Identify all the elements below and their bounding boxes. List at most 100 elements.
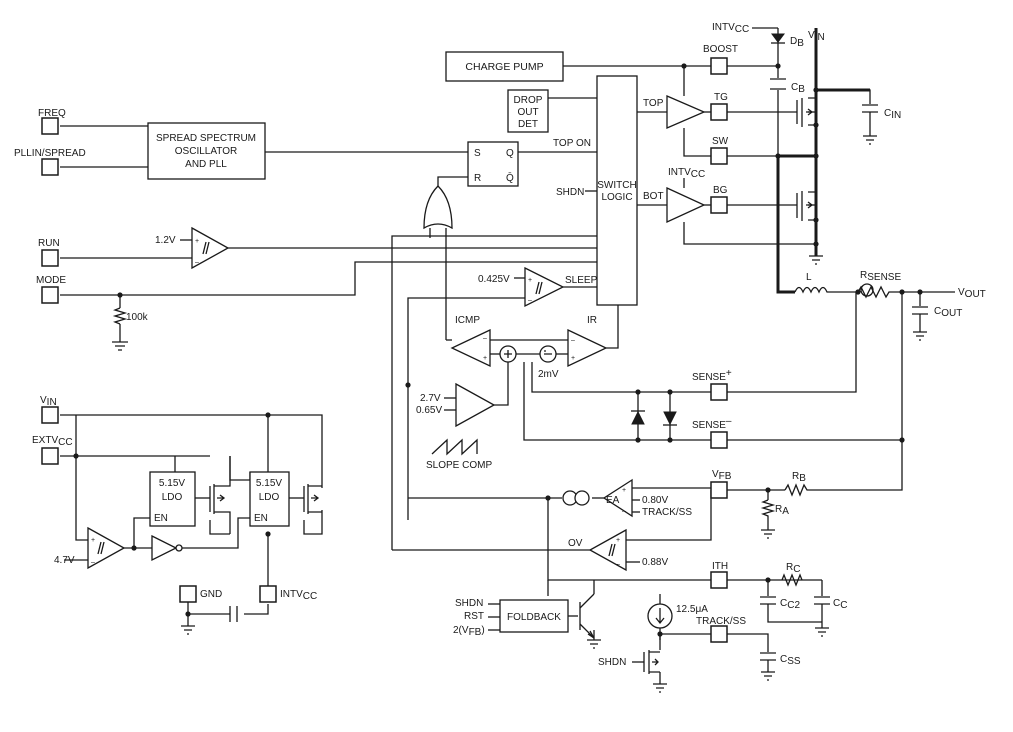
bottom-mosfet-icon (796, 191, 814, 221)
pin-sw[interactable] (710, 147, 728, 165)
ldo2-label-1: 5.15V (256, 478, 282, 489)
extvcc-ref-value: 4.7V (54, 555, 75, 566)
intvcc-cap-icon (229, 606, 238, 622)
wires (60, 27, 955, 684)
run-label: RUN (38, 238, 60, 249)
pin-ith[interactable] (710, 571, 728, 589)
dropout-block (507, 89, 549, 133)
function-blocks: CHARGE PUMP SPREAD SPECTRUM OSCILLATOR A… (147, 51, 638, 633)
svg-text:–: – (571, 337, 575, 344)
pin-boost[interactable] (710, 57, 728, 75)
pin-pllin-spread[interactable] (41, 158, 59, 176)
ground-icon (863, 135, 877, 145)
rsense-label: RSENSE (860, 270, 901, 283)
slope-comp-signal: SLOPE COMP (426, 460, 492, 471)
switch-logic-label-2: LOGIC (601, 192, 632, 203)
vin-label: VIN (808, 30, 825, 43)
sleep-hyst-icon (535, 281, 543, 295)
sr-flipflop (467, 141, 519, 187)
cc-cap-icon (814, 596, 830, 605)
ground-icon (112, 341, 128, 351)
pin-track-ss[interactable] (710, 625, 728, 643)
vin-pin-label: VIN (40, 395, 57, 408)
pin-extvcc[interactable] (41, 447, 59, 465)
pin-vin[interactable] (41, 406, 59, 424)
pin-mode[interactable] (41, 286, 59, 304)
tg-label: TG (714, 92, 728, 103)
sense-plus-label: SENSE+ (692, 368, 732, 383)
boost-label: BOOST (703, 44, 738, 55)
passives (112, 33, 928, 661)
svg-text:+: + (622, 487, 626, 494)
pin-vfb[interactable] (710, 481, 728, 499)
rc-resistor-icon (781, 573, 803, 587)
transistors (209, 98, 814, 674)
amplifiers: + – + – – + – + + – + – + – (87, 95, 706, 629)
ldo1-label-1: 5.15V (159, 478, 185, 489)
run-minus: – (195, 259, 199, 266)
cout-cap-icon (912, 306, 928, 315)
ff-q-label: Q (506, 148, 514, 159)
slope-comp-amp (455, 382, 496, 428)
dropout-label-2: OUT (517, 107, 538, 118)
intvcc-bg-label: INTVCC (668, 167, 705, 180)
track-ss-pin-label: TRACK/SS (696, 616, 746, 627)
css-label: CSS (780, 654, 801, 667)
sense-diode-2-icon (663, 411, 677, 426)
pin-run[interactable] (41, 249, 59, 267)
svg-text:+: + (528, 277, 532, 284)
ground-icon (815, 627, 829, 637)
ss-shdn: SHDN (598, 657, 626, 668)
pins (41, 57, 728, 643)
rb-resistor-icon (784, 483, 809, 497)
osc-label-2: OSCILLATOR (175, 146, 237, 157)
dropout-label-1: DROP (514, 95, 543, 106)
icmp-signal: ICMP (455, 315, 480, 326)
pin-bg[interactable] (710, 196, 728, 214)
pin-sense-minus[interactable] (710, 431, 728, 449)
intvcc-top-label: INTVCC (712, 22, 749, 35)
ith-label: ITH (712, 561, 728, 572)
vout-label: VOUT (958, 287, 986, 300)
pllin-label: PLLIN/SPREAD (14, 148, 86, 159)
ground-icon (653, 683, 667, 693)
pin-sense-plus[interactable] (710, 383, 728, 401)
sleep-ref-value: 0.425V (478, 274, 510, 285)
ov-hyst-icon (608, 543, 616, 557)
pin-freq[interactable] (41, 117, 59, 135)
svg-text:+: + (483, 355, 487, 362)
pin-intvcc[interactable] (259, 585, 277, 603)
ov-comparator (588, 528, 627, 572)
run-comparator (191, 226, 230, 270)
junction-dots (73, 63, 923, 637)
run-hyst-icon (202, 241, 210, 255)
gnd-label: GND (200, 589, 222, 600)
bg-label: BG (713, 185, 728, 196)
svg-text:–: – (528, 297, 532, 304)
svg-text:–: – (483, 335, 487, 342)
ldo1-block (149, 471, 196, 527)
ldo2-en-label: EN (254, 513, 268, 524)
ra-label: RA (775, 504, 789, 517)
ff-s-label: S (474, 148, 481, 159)
cin-label: CIN (884, 108, 901, 121)
svg-text:+: + (571, 355, 575, 362)
svg-text:–: – (616, 561, 620, 568)
cin-cap-icon (862, 104, 878, 113)
ff-r-label: R (474, 173, 481, 184)
svg-text:+: + (91, 537, 95, 544)
ir-signal: IR (587, 315, 597, 326)
pin-gnd[interactable] (179, 585, 197, 603)
labels: FREQ PLLIN/SPREAD RUN MODE VIN EXTVCC GN… (14, 22, 986, 668)
ldo2-label-2: LDO (259, 492, 280, 503)
sleep-comparator (524, 266, 565, 308)
svg-text:–: – (622, 508, 626, 515)
ss-shutdown-mosfet-icon (643, 650, 660, 674)
ov-ref-value: 0.88V (642, 557, 668, 568)
pin-tg[interactable] (710, 103, 728, 121)
shdn-signal: SHDN (556, 187, 584, 198)
l-label: L (806, 272, 812, 283)
css-cap-icon (760, 652, 776, 661)
